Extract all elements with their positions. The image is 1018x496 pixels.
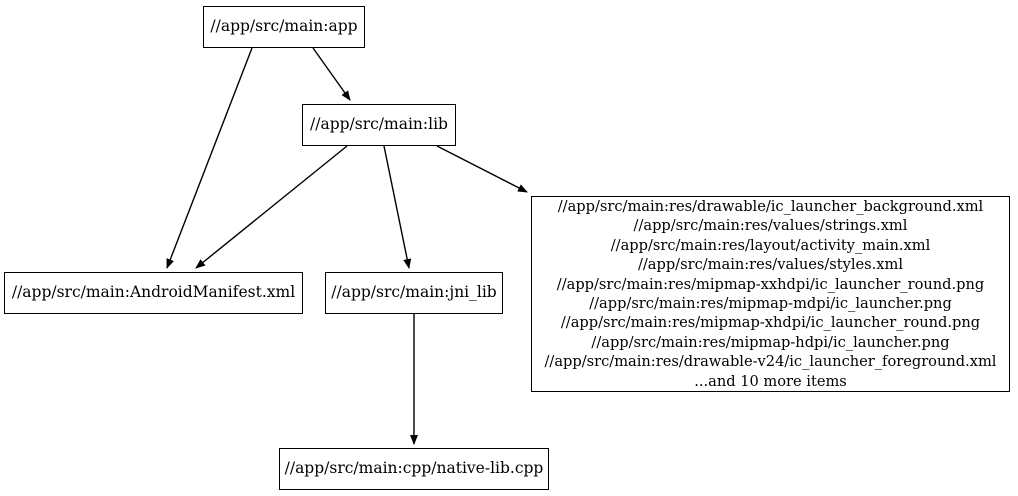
graph-node-res-group[interactable]: //app/src/main:res/drawable/ic_launcher_… — [531, 196, 1010, 392]
graph-node-app-label: //app/src/main:app — [210, 17, 358, 36]
graph-node-jni-lib[interactable]: //app/src/main:jni_lib — [325, 272, 503, 314]
graph-edge-lib-to-res_group — [436, 145, 528, 193]
graph-node-jni-lib-label: //app/src/main:jni_lib — [331, 283, 497, 302]
graph-node-app[interactable]: //app/src/main:app — [203, 6, 365, 48]
graph-node-native-lib-label: //app/src/main:cpp/native-lib.cpp — [284, 459, 544, 478]
graph-edge-app-to-manifest — [166, 47, 253, 269]
graph-node-androidmanifest[interactable]: //app/src/main:AndroidManifest.xml — [4, 272, 303, 314]
graph-node-lib[interactable]: //app/src/main:lib — [302, 104, 456, 146]
graph-node-androidmanifest-label: //app/src/main:AndroidManifest.xml — [11, 283, 296, 302]
graph-node-native-lib[interactable]: //app/src/main:cpp/native-lib.cpp — [279, 448, 549, 490]
graph-edge-app-to-lib — [312, 47, 351, 101]
graph-edge-lib-to-jni_lib — [383, 145, 412, 269]
graph-edge-lib-to-manifest — [195, 145, 348, 269]
graph-node-lib-label: //app/src/main:lib — [310, 115, 448, 134]
graph-node-res-group-label: //app/src/main:res/drawable/ic_launcher_… — [544, 197, 997, 390]
